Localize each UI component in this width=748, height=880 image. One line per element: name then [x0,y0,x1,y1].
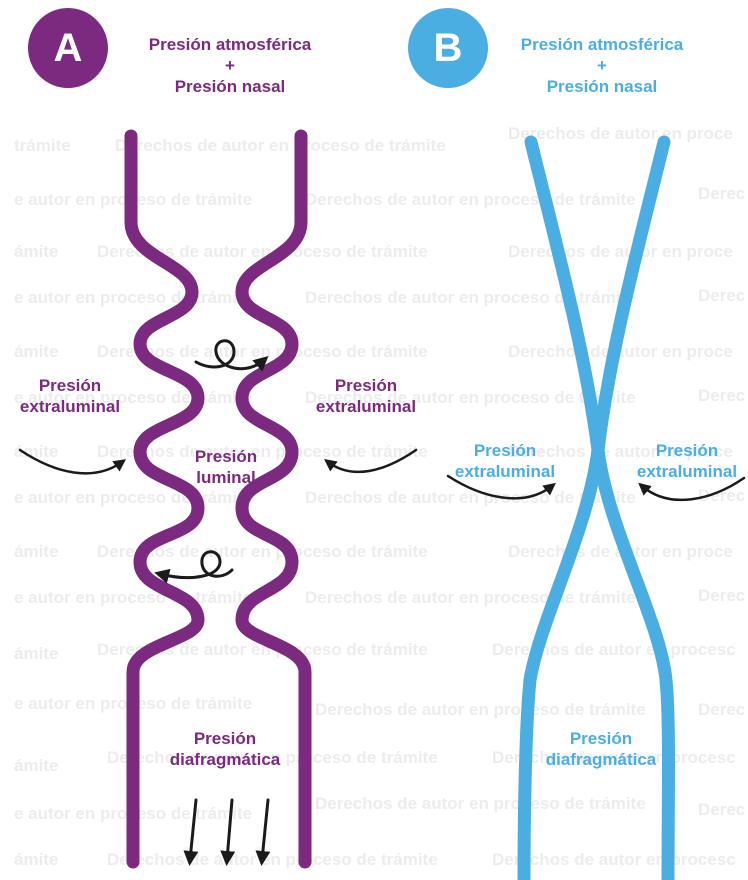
panel-a-top-label: Presión atmosférica + Presión nasal [130,34,330,97]
panel-b-top-plus: + [502,55,702,76]
label-line: diafragmática [150,749,300,770]
panel-a-extraluminal-right-label: Presión extraluminal [298,375,434,417]
panel-b-extraluminal-left-label: Presión extraluminal [440,440,570,482]
turbulence-arrow-lower [160,552,232,578]
label-line: extraluminal [628,461,746,482]
label-line: Presión [628,440,746,461]
panel-a-top-line1: Presión atmosférica [130,34,330,55]
diaphragm-arrow-2 [227,800,232,860]
panel-b-badge: B [408,8,488,88]
label-line: extraluminal [2,396,138,417]
panel-a-top-plus: + [130,55,330,76]
label-line: Presión [176,446,276,467]
panel-b-top-line2: Presión nasal [502,76,702,97]
panel-a-extraluminal-left-label: Presión extraluminal [2,375,138,417]
label-line: Presión [298,375,434,396]
panel-b-extraluminal-right-label: Presión extraluminal [628,440,746,482]
panel-a-badge: A [28,8,108,88]
label-line: Presión [150,728,300,749]
label-line: Presión [2,375,138,396]
panel-b-diaphragm-label: Presión diafragmática [526,728,676,770]
label-line: Presión [440,440,570,461]
label-line: extraluminal [440,461,570,482]
diaphragm-arrow-1 [190,800,196,860]
panel-a-diaphragm-label: Presión diafragmática [150,728,300,770]
extraluminal-arrow-right-a [328,450,416,472]
panel-b-top-line1: Presión atmosférica [502,34,702,55]
panel-a-top-line2: Presión nasal [130,76,330,97]
panel-b-top-label: Presión atmosférica + Presión nasal [502,34,702,97]
diaphragm-arrow-3 [262,800,268,860]
panel-a-luminal-label: Presión luminal [176,446,276,488]
label-line: luminal [176,467,276,488]
label-line: Presión [526,728,676,749]
turbulence-arrow-upper [196,341,264,369]
extraluminal-arrow-left-a [20,450,122,473]
label-line: diafragmática [526,749,676,770]
label-line: extraluminal [298,396,434,417]
